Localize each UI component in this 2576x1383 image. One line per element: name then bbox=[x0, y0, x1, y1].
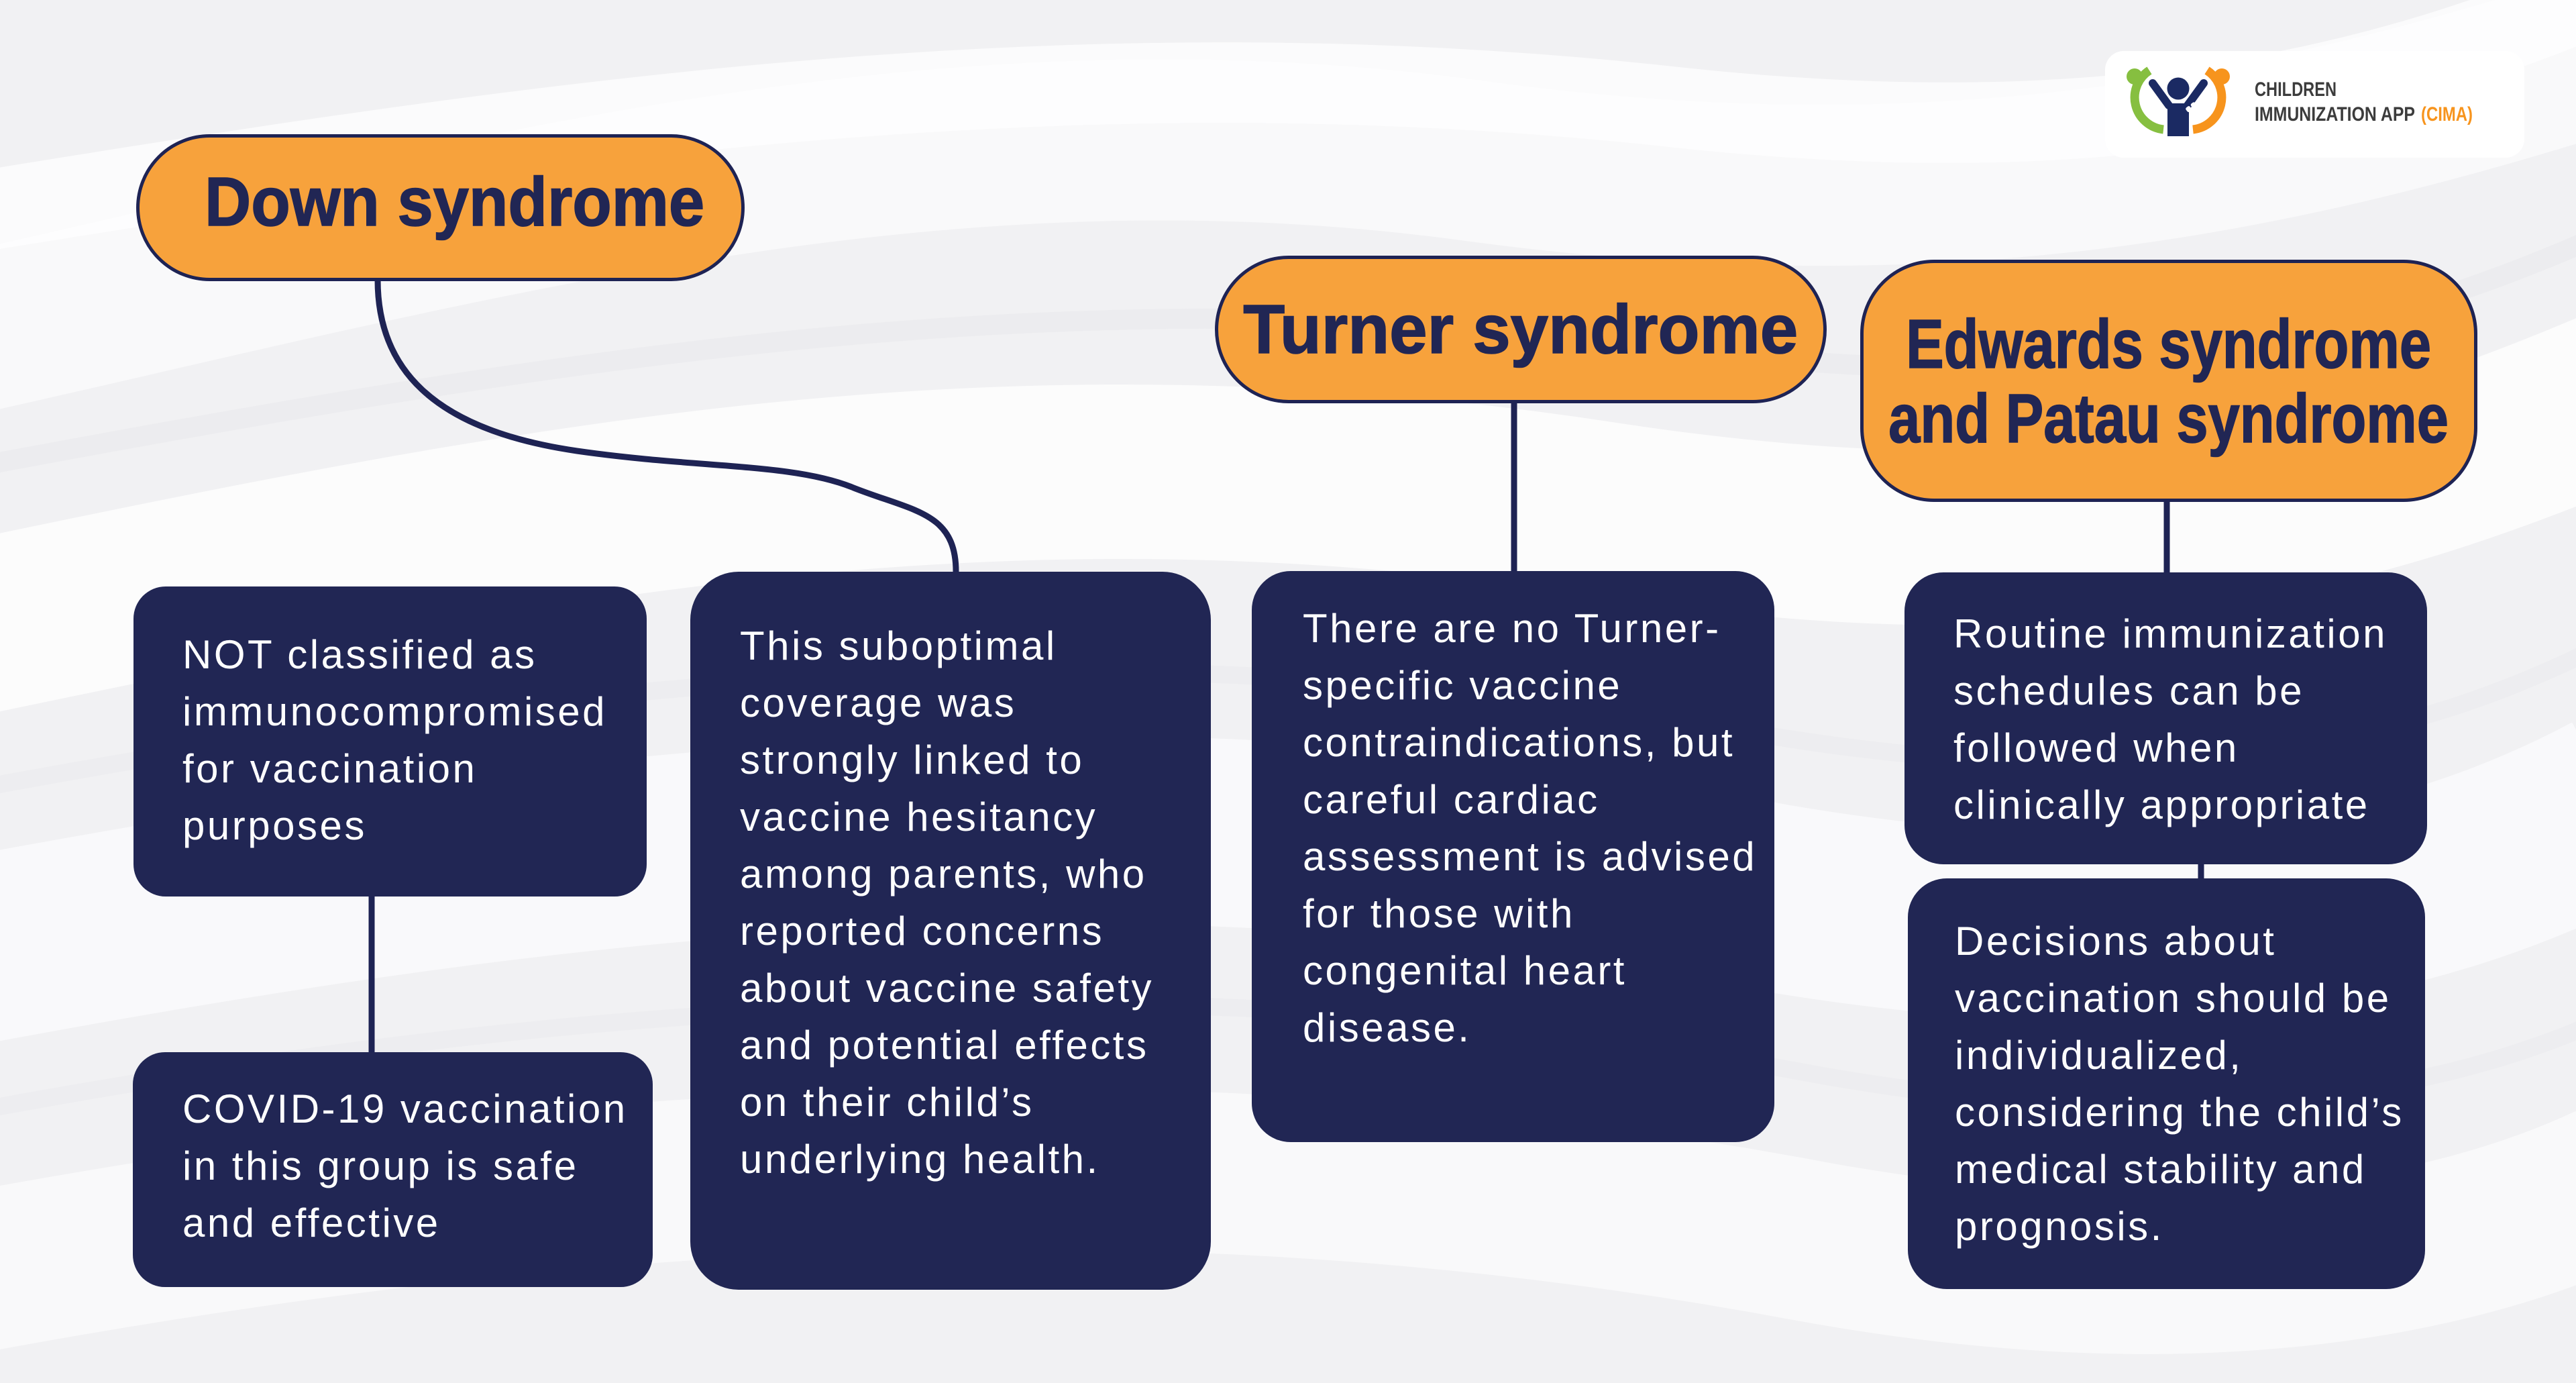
svg-text:IMMUNIZATION APP: IMMUNIZATION APP bbox=[2255, 103, 2415, 125]
svg-text:CHILDREN: CHILDREN bbox=[2255, 79, 2337, 101]
svg-text:(CIMA): (CIMA) bbox=[2421, 103, 2473, 125]
